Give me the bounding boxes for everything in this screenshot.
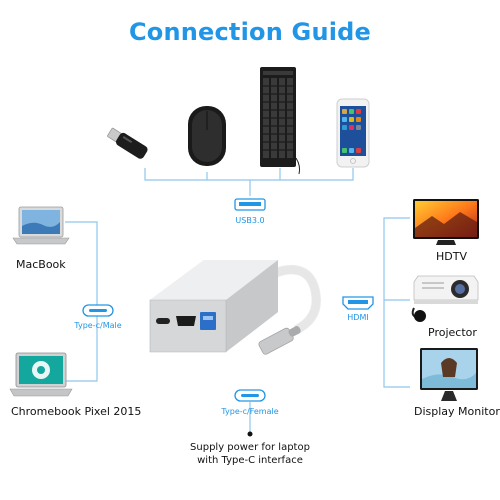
power-supply-note: Supply power for laptop with Type-C inte…	[150, 441, 350, 467]
usb-flash-drive-icon	[107, 127, 148, 159]
hdmi-port-label: HDMI	[347, 313, 369, 322]
hdtv-icon	[413, 199, 479, 245]
usb-port-icon	[234, 198, 266, 211]
macbook-label: MacBook	[16, 258, 66, 271]
power-supply-note-line1: Supply power for laptop	[190, 442, 310, 453]
type-c-female-label: Type-c/Female	[221, 407, 279, 416]
connector-dot-icon	[247, 431, 253, 437]
usb-c-adapter-hub	[149, 260, 321, 355]
projector-icon	[411, 275, 479, 322]
projector-label: Projector	[428, 326, 477, 339]
display-monitor-icon	[420, 348, 478, 401]
chromebook-laptop-icon	[9, 352, 73, 397]
type-c-male-port-icon	[82, 304, 114, 317]
type-c-female-port-icon	[234, 389, 266, 402]
hdtv-label: HDTV	[436, 250, 467, 263]
macbook-laptop-icon	[12, 206, 70, 245]
chromebook-label: Chromebook Pixel 2015	[11, 405, 142, 418]
smartphone-icon	[336, 98, 370, 168]
mouse-icon	[188, 106, 226, 166]
display-monitor-label: Display Monitor	[414, 405, 500, 418]
usb-port-label: USB3.0	[235, 216, 265, 225]
type-c-male-label: Type-c/Male	[74, 321, 122, 330]
power-supply-note-line2: with Type-C interface	[197, 455, 303, 466]
page-title: Connection Guide	[128, 18, 372, 46]
hdmi-port-icon	[342, 296, 374, 310]
keyboard-icon	[260, 67, 301, 175]
